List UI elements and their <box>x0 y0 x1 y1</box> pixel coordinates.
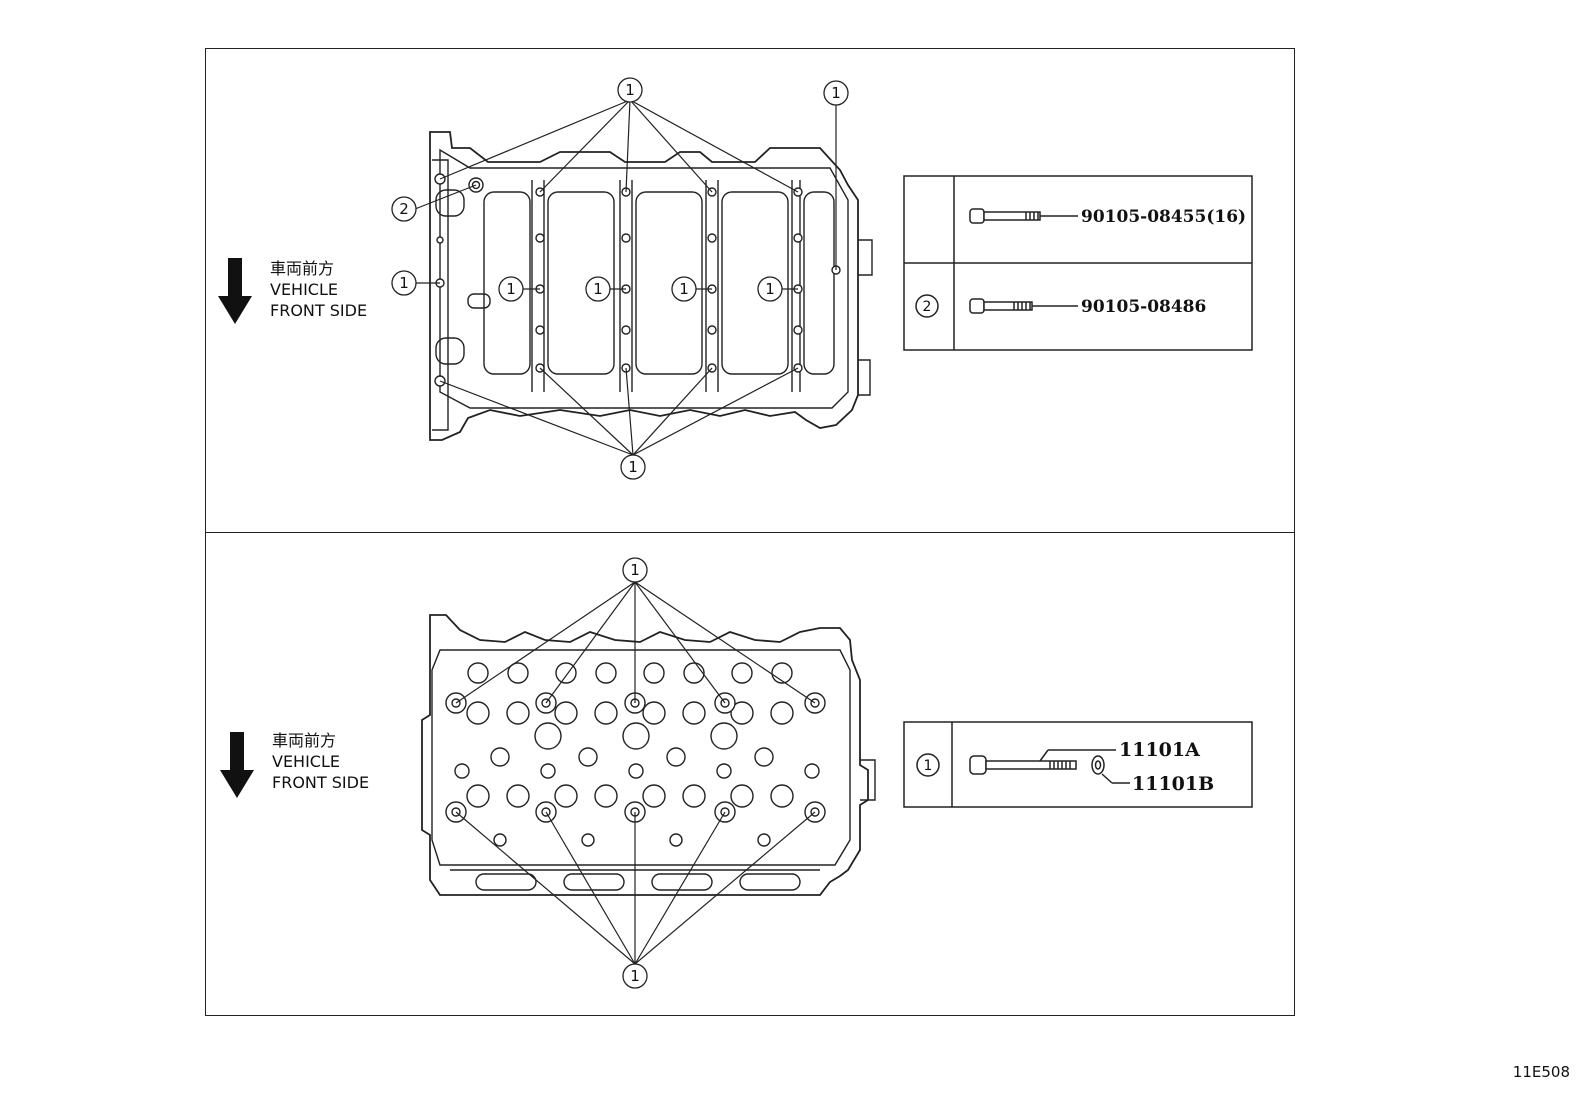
callout-2: 2 <box>399 200 409 218</box>
panel-divider <box>205 532 1295 533</box>
bottom-parts-table <box>903 721 1253 808</box>
table-key-1: 1 <box>924 758 933 774</box>
callout-1: 1 <box>628 458 638 476</box>
front-direction-arrow-icon <box>218 258 252 324</box>
direction-label-jp: 車両前方 <box>272 731 337 750</box>
callout-1: 1 <box>506 280 516 298</box>
head-bolt-icon <box>969 749 1116 775</box>
top-parts-table <box>903 175 1253 351</box>
washer-icon <box>1091 755 1130 784</box>
cylinder-head-drawing <box>421 614 876 896</box>
page-code: 11E508 <box>1512 1063 1570 1081</box>
direction-label-top: 車両前方 VEHICLE FRONT SIDE <box>270 258 367 321</box>
direction-label-line1: VEHICLE <box>270 280 338 299</box>
bolt-icon <box>969 208 1078 224</box>
callout-1: 1 <box>630 561 640 579</box>
callout-1: 1 <box>399 274 409 292</box>
direction-label-jp: 車両前方 <box>270 259 335 278</box>
callout-1: 1 <box>831 84 841 102</box>
leader-lines-top <box>414 99 837 456</box>
bolt-icon <box>969 298 1078 314</box>
leader-lines-bottom <box>455 581 816 965</box>
callout-1: 1 <box>765 280 775 298</box>
callout-1: 1 <box>630 967 640 985</box>
callouts-bottom <box>622 557 648 989</box>
part-number-bolt-2: 90105-08486 <box>1081 297 1206 317</box>
part-number-head-bolt: 11101A <box>1119 739 1200 761</box>
part-number-washer: 11101B <box>1132 773 1214 795</box>
part-number-bolt-1: 90105-08455(16) <box>1081 207 1246 227</box>
direction-label-bottom: 車両前方 VEHICLE FRONT SIDE <box>272 730 369 793</box>
callout-1: 1 <box>679 280 689 298</box>
cylinder-block-drawing <box>429 131 873 441</box>
callout-1: 1 <box>593 280 603 298</box>
direction-label-line1: VEHICLE <box>272 752 340 771</box>
callout-1: 1 <box>625 81 635 99</box>
table-key-2: 2 <box>923 299 932 315</box>
direction-label-line2: FRONT SIDE <box>272 773 370 792</box>
callouts-top <box>391 77 849 480</box>
direction-label-line2: FRONT SIDE <box>270 301 368 320</box>
front-direction-arrow-icon <box>220 732 254 798</box>
